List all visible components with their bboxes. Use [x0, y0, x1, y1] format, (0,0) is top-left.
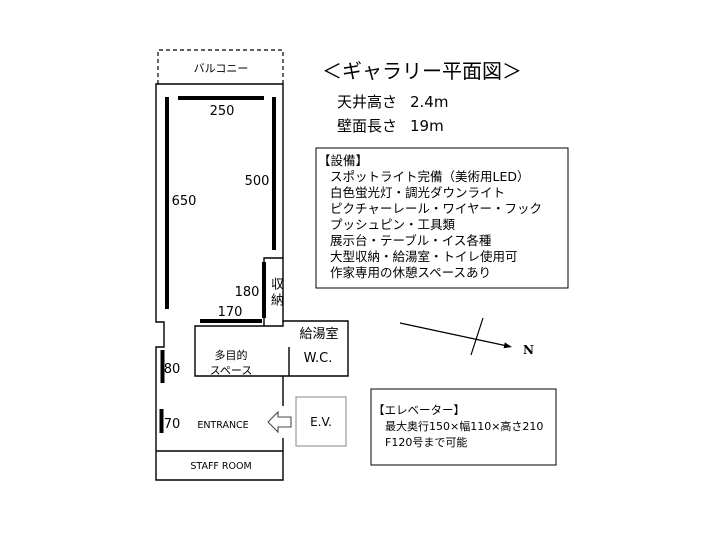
elevator-capacity: F120号まで可能: [385, 435, 467, 449]
balcony-label: バルコニー: [194, 62, 249, 75]
multipurpose-space-label-line1: 多目的: [215, 348, 248, 362]
north-label: N: [523, 343, 534, 357]
wall-length-middle: 170: [218, 305, 243, 320]
compass-cross-line: [470, 317, 484, 356]
equipment-item: ピクチャーレール・ワイヤー・フック: [330, 201, 542, 216]
equipment-item: 白色蛍光灯・調光ダウンライト: [330, 185, 505, 200]
kitchenette-label: 給湯室: [299, 326, 338, 342]
wall-length-right: 500: [245, 174, 270, 189]
elevator-label: E.V.: [310, 415, 332, 429]
elevator-box: [295, 396, 347, 447]
ceiling-height-value: 2.4m: [410, 93, 448, 111]
elevator-info-panel: 【エレベーター】 最大奥行150×幅110×高さ210 F120号まで可能: [370, 388, 557, 466]
wall-length-value: 19m: [410, 117, 444, 135]
wall-length-left: 650: [172, 194, 197, 209]
equipment-panel: 【設備】 スポットライト完備（美術用LED） 白色蛍光灯・調光ダウンライト ピク…: [315, 147, 569, 289]
equipment-item: 作家専用の休憩スペースあり: [330, 265, 491, 280]
multipurpose-space-partition: [194, 321, 284, 377]
equipment-item: プッシュピン・工具類: [330, 217, 456, 232]
multipurpose-space-label-line2: スペース: [210, 364, 253, 377]
compass: N: [399, 317, 534, 357]
storage-label: 収納: [268, 277, 283, 309]
equipment-box: [315, 147, 569, 289]
equipment-item: 展示台・テーブル・イス各種: [330, 233, 492, 248]
north-arrow-head: [503, 342, 512, 349]
restroom-label: W.C.: [304, 351, 333, 366]
entrance-label: ENTRANCE: [197, 420, 248, 431]
outer-wall: [155, 83, 349, 481]
equipment-heading: 【設備】: [318, 153, 368, 168]
elevator-info-heading: 【エレベーター】: [373, 403, 465, 417]
page-title: ＜ギャラリー平面図＞: [322, 59, 522, 83]
equipment-item: スポットライト完備（美術用LED）: [330, 169, 530, 184]
wall-length-label: 壁面長さ: [337, 117, 397, 135]
ceiling-height-label: 天井高さ: [337, 93, 397, 111]
equipment-item: 大型収納・給湯室・トイレ使用可: [330, 249, 518, 264]
wall-length-lower-left-upper: 80: [164, 362, 181, 377]
staff-room-label: STAFF ROOM: [190, 461, 251, 472]
north-arrow-icon: [399, 322, 506, 347]
arrow-left-icon: [267, 410, 292, 434]
floor-plan: バルコニー 250 650 500 180 170 80 70 給湯室 W: [155, 49, 349, 481]
balcony-outline: [157, 49, 284, 84]
elevator-info-box: [370, 388, 557, 466]
elevator-dimensions: 最大奥行150×幅110×高さ210: [385, 419, 543, 433]
wall-length-top: 250: [210, 104, 235, 119]
wall-length-lower-left-lower: 70: [164, 417, 181, 432]
wall-length-storage-side: 180: [235, 285, 260, 300]
